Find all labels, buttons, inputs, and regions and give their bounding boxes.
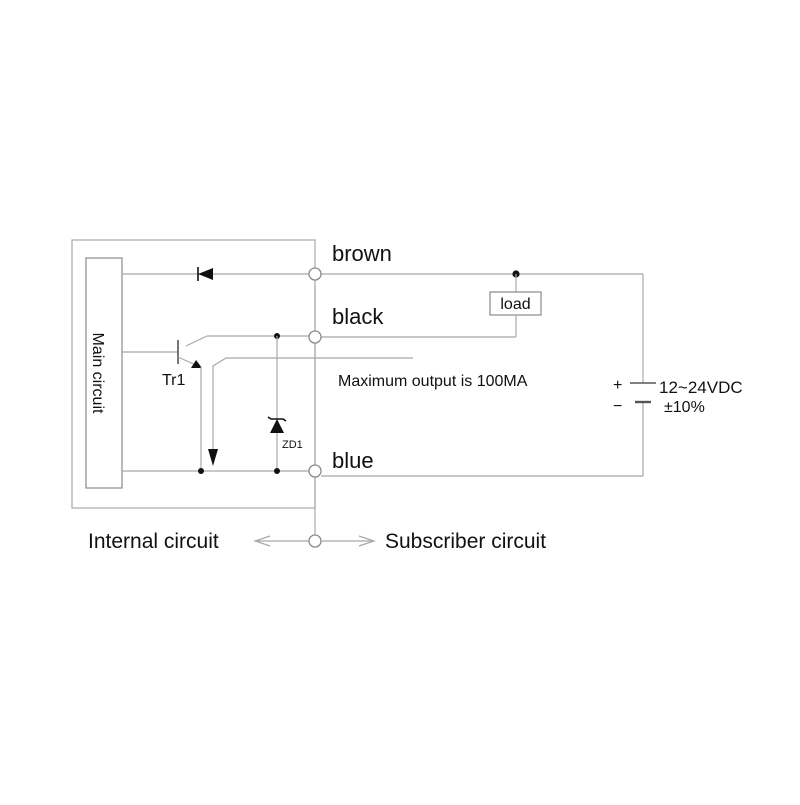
zener-triangle (270, 419, 284, 433)
max-output-note: Maximum output is 100MA (338, 373, 528, 390)
transistor-emitter-arrow (191, 360, 202, 368)
brown-terminal (308, 267, 322, 281)
emitter-junction-dot (198, 468, 204, 474)
internal-circuit-label: Internal circuit (88, 530, 219, 553)
output-current-arrow (208, 449, 218, 466)
supply-plus-sign: + (613, 377, 622, 394)
boundary-terminal (308, 534, 322, 548)
zener-bar (267, 416, 287, 422)
transistor-label: Tr1 (162, 372, 186, 389)
black-wire-label: black (332, 304, 384, 329)
main-circuit-block (85, 257, 123, 489)
zener-junction-dot (274, 468, 280, 474)
black-terminal (308, 330, 322, 344)
main-circuit-label: Main circuit (89, 333, 106, 414)
zener-label: ZD1 (282, 439, 303, 451)
subscriber-circuit-label: Subscriber circuit (385, 530, 546, 553)
subscriber-arrow-head (358, 535, 376, 547)
supply-tolerance-label: ±10% (664, 399, 705, 416)
blue-terminal (308, 464, 322, 478)
output-current-path (212, 357, 413, 452)
supply-voltage-label: 12~24VDC (659, 378, 743, 397)
brown-wire-label: brown (332, 241, 392, 266)
blue-external-wire (321, 402, 644, 477)
load-label: load (500, 296, 530, 313)
blue-wire-label: blue (332, 448, 374, 473)
supply-minus-sign: − (613, 398, 622, 415)
transistor-collector (185, 335, 208, 347)
brown-diode-arrow (198, 268, 213, 280)
